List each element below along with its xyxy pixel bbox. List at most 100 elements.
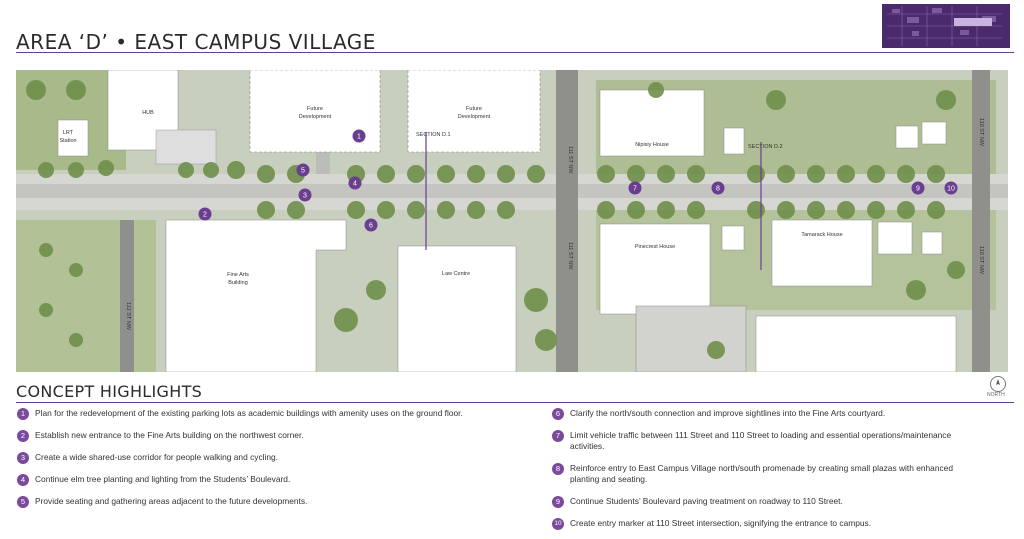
pinecrest-house bbox=[599, 223, 711, 315]
highlight-item-1: 1 Plan for the redevelopment of the exis… bbox=[17, 408, 537, 422]
site-plan-map: LRT Station HUB Future Development Futur… bbox=[16, 70, 1008, 372]
road-110-st bbox=[972, 70, 990, 372]
southwest-green bbox=[16, 220, 156, 372]
page-title: AREA ‘D’ • EAST CAMPUS VILLAGE bbox=[16, 30, 376, 54]
marker-4: 4 bbox=[348, 176, 362, 190]
highlight-number: 4 bbox=[17, 474, 29, 486]
marker-9: 9 bbox=[911, 181, 925, 195]
svg-text:7: 7 bbox=[633, 186, 637, 193]
small-building-se1 bbox=[877, 221, 913, 255]
label-hub: HUB bbox=[142, 110, 154, 116]
marker-10: 10 bbox=[944, 181, 958, 195]
highlight-number: 2 bbox=[17, 430, 29, 442]
highlight-number: 7 bbox=[552, 430, 564, 442]
label-fine-arts-b: Building bbox=[228, 280, 248, 286]
highlight-item-2: 2 Establish new entrance to the Fine Art… bbox=[17, 430, 537, 444]
marker-1: 1 bbox=[352, 129, 366, 143]
highlight-item-9: 9 Continue Students’ Boulevard paving tr… bbox=[552, 496, 1012, 510]
highlight-number: 6 bbox=[552, 408, 564, 420]
highlight-item-6: 6 Clarify the north/south connection and… bbox=[552, 408, 1012, 422]
marker-7: 7 bbox=[628, 181, 642, 195]
marker-5: 5 bbox=[296, 163, 310, 177]
label-street-111-b: 111 ST NW bbox=[567, 242, 573, 270]
svg-text:3: 3 bbox=[303, 193, 307, 200]
law-centre-building bbox=[397, 245, 517, 372]
highlight-text: Create a wide shared-use corridor for pe… bbox=[35, 452, 279, 462]
label-future-2b: Development bbox=[458, 114, 491, 120]
concept-highlights-heading: CONCEPT HIGHLIGHTS bbox=[16, 382, 203, 401]
nipisiy-house bbox=[599, 89, 705, 157]
highlight-text-line-1: Limit vehicle traffic between 111 Street… bbox=[570, 430, 952, 440]
label-street-111-a: 111 ST NW bbox=[567, 146, 573, 174]
lrt-station-building bbox=[57, 119, 89, 157]
svg-text:4: 4 bbox=[353, 181, 357, 188]
future-development-2 bbox=[407, 70, 541, 153]
label-law-centre: Law Centre bbox=[442, 271, 470, 277]
small-building-se2 bbox=[921, 231, 943, 255]
key-map-highlight bbox=[954, 18, 992, 26]
label-section-d2: SECTION D.2 bbox=[748, 144, 783, 150]
label-street-110-a: 110 ST NW bbox=[978, 118, 984, 147]
marker-2: 2 bbox=[198, 207, 212, 221]
road-111-st bbox=[556, 70, 578, 372]
small-building-n3 bbox=[723, 127, 745, 155]
highlight-item-3: 3 Create a wide shared-use corridor for … bbox=[17, 452, 537, 466]
highlight-number: 10 bbox=[552, 518, 564, 530]
highlight-text-line-1: Reinforce entry to East Campus Village n… bbox=[570, 463, 953, 473]
highlight-number: 9 bbox=[552, 496, 564, 508]
highlight-item-5: 5 Provide seating and gathering areas ad… bbox=[17, 496, 537, 510]
label-fine-arts-a: Fine Arts bbox=[227, 272, 249, 278]
svg-text:5: 5 bbox=[301, 168, 305, 175]
highlight-number: 3 bbox=[17, 452, 29, 464]
small-building-ne2 bbox=[921, 121, 947, 145]
highlight-text: Establish new entrance to the Fine Arts … bbox=[35, 430, 304, 440]
small-building-ne1 bbox=[895, 125, 919, 149]
svg-text:10: 10 bbox=[947, 186, 955, 193]
fine-arts-building bbox=[165, 219, 347, 372]
label-street-112: 112 ST NW bbox=[125, 302, 131, 331]
site-plan-svg: LRT Station HUB Future Development Futur… bbox=[16, 70, 1008, 372]
highlight-number: 5 bbox=[17, 496, 29, 508]
tamarack-house bbox=[771, 219, 873, 287]
label-section-d1: SECTION D.1 bbox=[416, 132, 451, 138]
boulevard-trees bbox=[26, 80, 965, 359]
highlight-text: Continue elm tree planting and lighting … bbox=[35, 474, 291, 484]
label-future-1a: Future bbox=[307, 106, 323, 112]
highlight-text: Continue Students’ Boulevard paving trea… bbox=[570, 496, 843, 506]
marker-3: 3 bbox=[298, 188, 312, 202]
highlight-text: Create entry marker at 110 Street inters… bbox=[570, 518, 872, 528]
title-divider bbox=[16, 52, 1014, 53]
label-tamarack: Tamarack House bbox=[801, 232, 842, 238]
highlight-text-line-2: activities. bbox=[570, 441, 605, 451]
small-building-s3 bbox=[721, 225, 745, 251]
svg-text:1: 1 bbox=[357, 134, 361, 141]
hub-plaza bbox=[155, 129, 217, 165]
road-112-st bbox=[120, 220, 134, 372]
north-arrow-icon bbox=[990, 376, 1006, 392]
highlight-text: Plan for the redevelopment of the existi… bbox=[35, 408, 463, 418]
marker-6: 6 bbox=[364, 218, 378, 232]
highlight-number: 8 bbox=[552, 463, 564, 475]
label-pinecrest: Pinecrest House bbox=[635, 244, 675, 250]
highlight-item-10: 10 Create entry marker at 110 Street int… bbox=[552, 518, 1012, 532]
highlight-text: Provide seating and gathering areas adja… bbox=[35, 496, 308, 506]
label-station: Station bbox=[59, 138, 76, 144]
pinecrest-annex bbox=[635, 305, 747, 372]
svg-text:9: 9 bbox=[916, 186, 920, 193]
svg-text:2: 2 bbox=[203, 212, 207, 219]
label-lrt: LRT bbox=[63, 130, 74, 136]
highlight-text: Clarify the north/south connection and i… bbox=[570, 408, 886, 418]
concept-divider bbox=[16, 402, 1014, 403]
marker-8: 8 bbox=[711, 181, 725, 195]
highlight-item-4: 4 Continue elm tree planting and lightin… bbox=[17, 474, 537, 488]
highlight-item-8: 8 Reinforce entry to East Campus Village… bbox=[552, 463, 1012, 487]
key-map-graphic bbox=[882, 4, 1010, 48]
label-future-2a: Future bbox=[466, 106, 482, 112]
key-map-thumbnail bbox=[882, 4, 1010, 48]
highlight-item-7: 7 Limit vehicle traffic between 111 Stre… bbox=[552, 430, 1012, 454]
boulevard-path bbox=[16, 184, 1008, 198]
highlight-text-line-2: planting and seating. bbox=[570, 474, 648, 484]
svg-text:6: 6 bbox=[369, 223, 373, 230]
label-nipisiy: Nipisiy House bbox=[635, 142, 669, 148]
label-future-1b: Development bbox=[299, 114, 332, 120]
